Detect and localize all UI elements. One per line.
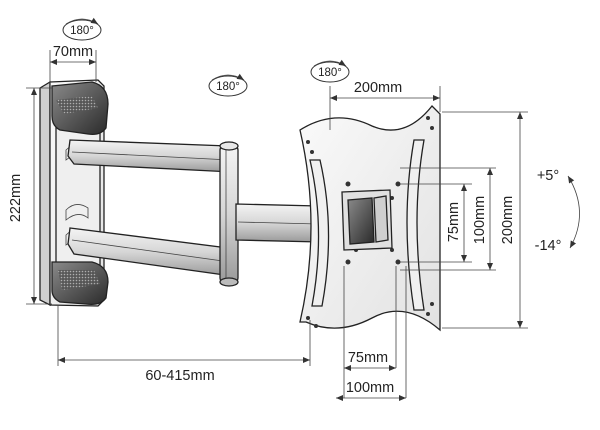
dim-line-inner-height [400, 167, 496, 271]
tilt-up-label: +5° [537, 168, 559, 184]
dim-line-70mm [49, 50, 97, 86]
inner-width-75-label: 75mm [348, 350, 388, 366]
dim-line-inner-width [336, 266, 407, 401]
inner-width-100-label: 100mm [346, 380, 394, 396]
extension-label: 60-415mm [145, 368, 214, 384]
wall-plate-width-label: 70mm [53, 44, 93, 60]
inner-height-100-label: 100mm [472, 196, 488, 244]
dim-line-vesa-height [442, 111, 528, 329]
dim-line-extension [57, 305, 311, 366]
vesa-width-label: 200mm [354, 80, 402, 96]
rotation-head-joint-label: 180° [318, 67, 342, 79]
vesa-plate [299, 105, 441, 332]
front-arm [235, 203, 321, 243]
tilt-arrow [567, 175, 580, 249]
tilt-down-label: -14° [535, 238, 562, 254]
vesa-height-label: 200mm [500, 196, 516, 244]
wall-plate-height-label: 222mm [8, 174, 24, 222]
arm-hinge [219, 141, 239, 287]
rotation-wall-joint: 180° [62, 17, 102, 41]
rotation-wall-joint-label: 180° [70, 25, 94, 37]
rotation-head-joint: 180° [310, 59, 350, 83]
rotation-arm-joint: 180° [208, 73, 248, 97]
wall-plate [39, 79, 109, 307]
dim-line-vesa-width [329, 86, 441, 130]
dim-line-222mm [26, 87, 52, 305]
inner-height-75-label: 75mm [446, 202, 462, 242]
rotation-arm-joint-label: 180° [216, 81, 240, 93]
